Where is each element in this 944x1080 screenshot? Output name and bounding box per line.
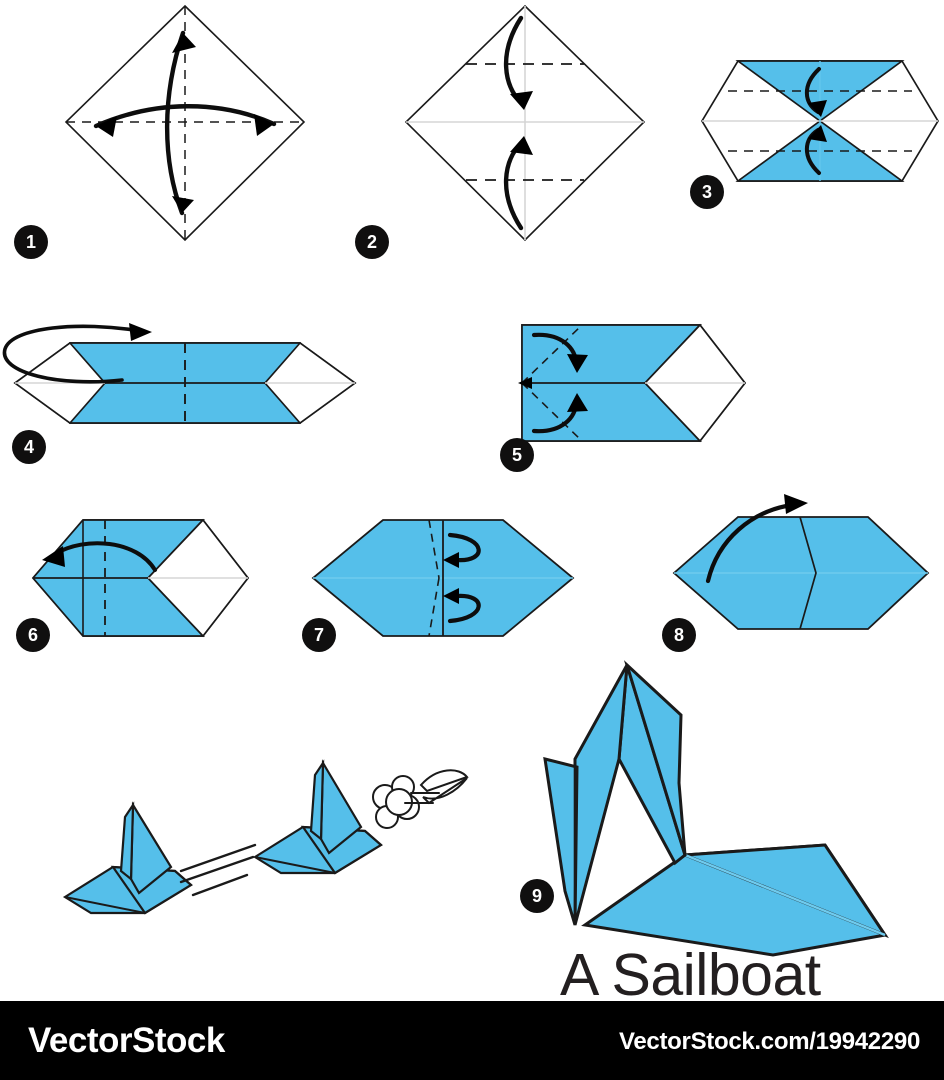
step-badge-3: 3 xyxy=(690,175,724,209)
step-3-diagram xyxy=(700,45,940,185)
step-badge-5: 5 xyxy=(500,438,534,472)
wind-puff-icon xyxy=(372,775,420,829)
footer-url: VectorStock.com/19942290 xyxy=(619,1028,920,1055)
step-4-diagram xyxy=(0,305,370,445)
footer-brand: VectorStock xyxy=(28,1021,225,1060)
step-badge-4: 4 xyxy=(12,430,46,464)
sailing-boats-illustration xyxy=(55,745,475,925)
step-badge-8: 8 xyxy=(662,618,696,652)
step-number-3: 3 xyxy=(701,182,712,202)
wind-arrow-icon xyxy=(419,769,469,805)
small-boat-right xyxy=(252,759,383,875)
footer-bar: VectorStock VectorStock.com/19942290 xyxy=(0,1001,944,1080)
step-number-4: 4 xyxy=(23,437,34,457)
step-number-5: 5 xyxy=(511,445,522,465)
step-5-diagram xyxy=(500,305,760,445)
step-9-diagram xyxy=(515,655,915,957)
step-1-diagram xyxy=(60,0,310,250)
small-boat-left xyxy=(62,801,193,915)
step-number-9: 9 xyxy=(531,886,542,906)
page-title: A Sailboat xyxy=(560,942,821,1008)
step-2-diagram xyxy=(400,0,650,250)
step-6-diagram xyxy=(15,500,265,640)
step-7-diagram xyxy=(305,500,585,640)
step-badge-9: 9 xyxy=(520,879,554,913)
step-number-6: 6 xyxy=(27,625,38,645)
step-badge-7: 7 xyxy=(302,618,336,652)
step-number-1: 1 xyxy=(25,232,36,252)
step-8-diagram xyxy=(660,494,940,635)
step-badge-1: 1 xyxy=(14,225,48,259)
step-number-7: 7 xyxy=(313,625,324,645)
step-badge-2: 2 xyxy=(355,225,389,259)
step-number-8: 8 xyxy=(673,625,684,645)
wind-speed-lines xyxy=(404,792,440,804)
motion-lines xyxy=(179,843,257,897)
step-badge-6: 6 xyxy=(16,618,50,652)
step-number-2: 2 xyxy=(366,232,377,252)
